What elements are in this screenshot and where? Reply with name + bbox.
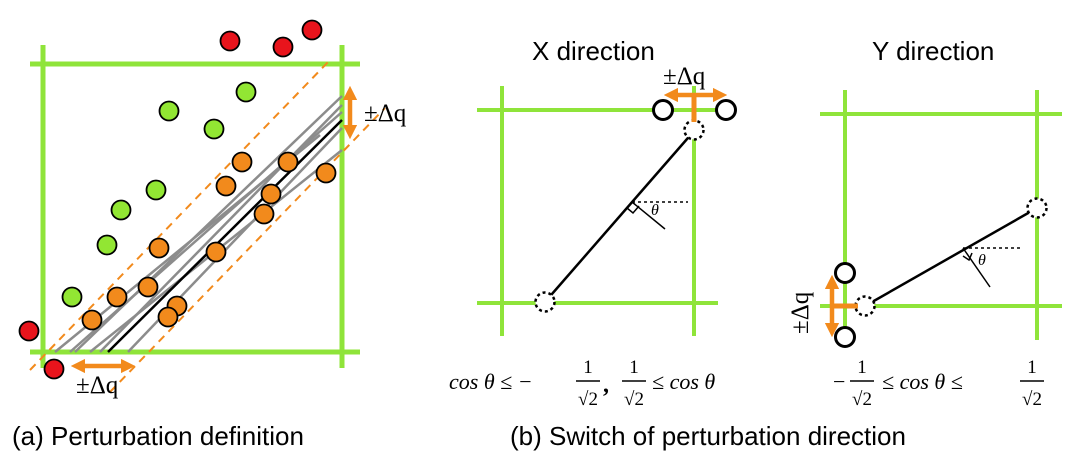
y-cond-middle: ≤ cos θ ≤ xyxy=(882,369,963,394)
x-segment xyxy=(544,130,695,303)
x-grid xyxy=(477,86,718,336)
panel-a-red-points xyxy=(18,19,323,380)
x-delta-label: ±Δq xyxy=(663,63,706,90)
x-endpoint-dotted-bottom xyxy=(534,291,556,313)
y-normal-line xyxy=(962,247,991,288)
panel-a: ±Δq ±Δq (a) Perturbation definition xyxy=(12,19,407,451)
y-endpoint-dotted-left xyxy=(854,295,876,317)
panel-b-x: X direction θ ±Δq cos θ ≤ − 1 √2 , xyxy=(449,36,737,410)
x-right-angle-mark xyxy=(626,205,640,215)
y-cond-left-num: 1 xyxy=(857,357,867,378)
x-condition: cos θ ≤ − 1 √2 , 1 √2 ≤ cos θ xyxy=(449,357,715,410)
x-normal-line xyxy=(631,201,666,230)
x-candidate-right xyxy=(715,99,737,121)
y-endpoint-dotted-right xyxy=(1026,197,1048,219)
x-cond-lhs: cos θ ≤ − xyxy=(449,369,533,394)
panel-b-y: Y direction θ ±Δq − 1 √2 ≤ cos θ ≤ 1 √2 xyxy=(787,36,1062,410)
panel-a-label-right: ±Δq xyxy=(364,100,407,127)
x-direction-title: X direction xyxy=(532,36,655,66)
y-delta-label: ±Δq xyxy=(787,291,814,334)
y-cond-left-den: √2 xyxy=(852,389,872,410)
x-cond-rhs: ≤ cos θ xyxy=(652,369,715,394)
y-cond-right-num: 1 xyxy=(1027,357,1037,378)
x-cond-frac-num: 1 xyxy=(583,357,593,378)
y-candidate-top xyxy=(834,262,856,284)
x-cond-comma: , xyxy=(603,372,609,398)
panel-a-orange-points xyxy=(81,151,337,331)
y-segment xyxy=(864,206,1038,308)
x-cond-frac-den: √2 xyxy=(578,389,598,410)
panel-a-label-bottom: ±Δq xyxy=(76,372,119,399)
x-cond-right-den: √2 xyxy=(624,389,644,410)
y-candidate-bottom xyxy=(834,326,856,348)
y-cond-right-den: √2 xyxy=(1022,389,1042,410)
x-theta-label: θ xyxy=(651,202,659,219)
x-endpoint-dotted-top xyxy=(683,119,705,141)
y-cond-minus: − xyxy=(833,369,845,394)
y-right-angle-mark xyxy=(962,252,973,262)
panel-a-caption: (a) Perturbation definition xyxy=(12,421,304,451)
panel-a-gray-lines xyxy=(54,95,343,353)
panel-a-green-points xyxy=(61,81,257,308)
x-cond-right-num: 1 xyxy=(629,357,639,378)
y-direction-title: Y direction xyxy=(872,36,994,66)
panel-a-dashed-bounds xyxy=(29,59,386,393)
y-theta-label: θ xyxy=(978,252,986,269)
panel-a-fitted-line xyxy=(107,119,343,353)
x-candidate-left xyxy=(652,99,674,121)
panel-a-grid xyxy=(30,45,360,368)
y-condition: − 1 √2 ≤ cos θ ≤ 1 √2 xyxy=(833,357,1044,410)
panel-b-caption: (b) Switch of perturbation direction xyxy=(510,421,906,451)
